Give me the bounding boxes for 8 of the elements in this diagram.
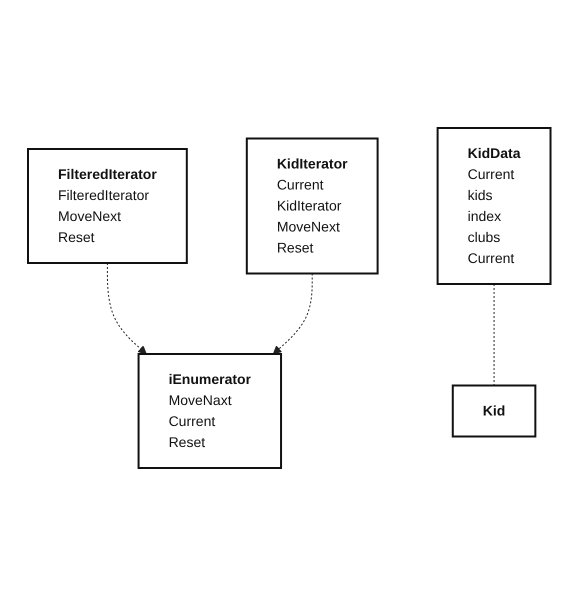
node-box: KidData Current kids index clubs Current [436,127,552,285]
node-box: Kid [452,384,537,438]
arrow [273,273,313,354]
connector [494,284,495,386]
node-box: FilteredIterator FilteredIterator MoveNext Reset [27,148,188,264]
node-box: iEnumerator MoveNaxt Current Reset [138,353,282,469]
node-box: KidIterator Current KidIterator MoveNext Reset [246,138,379,274]
arrow [107,262,147,354]
